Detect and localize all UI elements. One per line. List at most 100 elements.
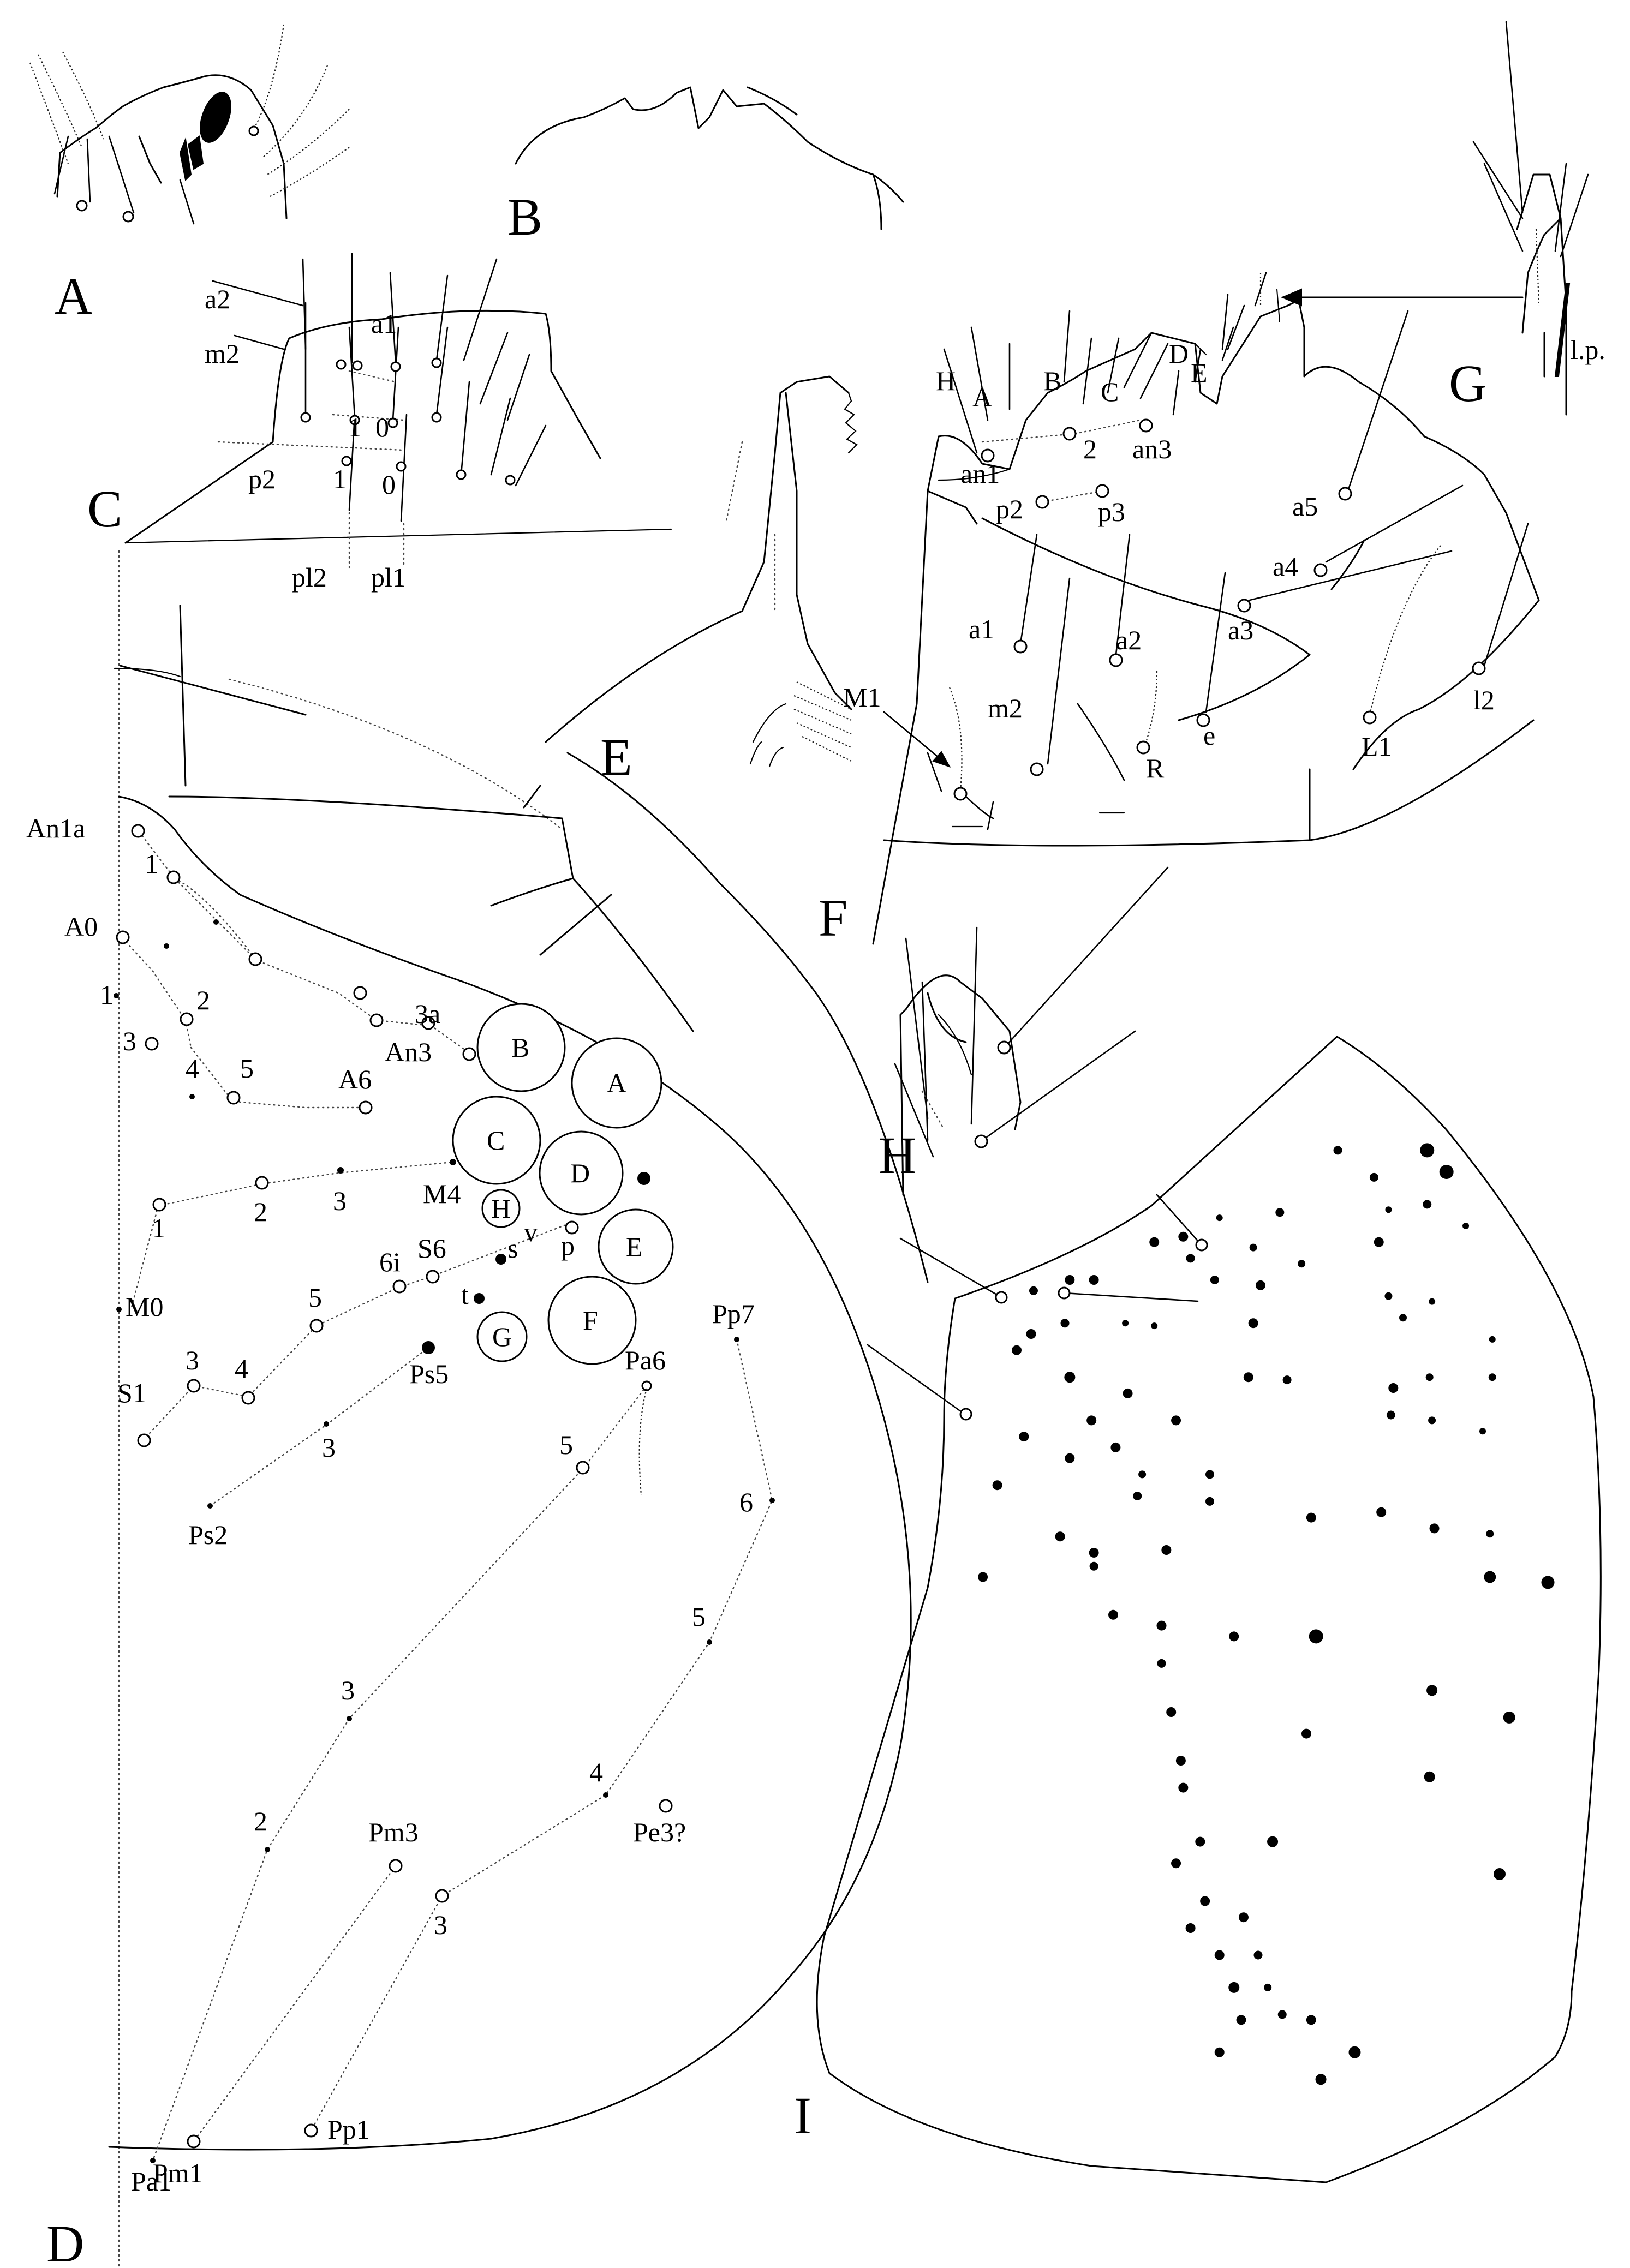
pore-dot [1228,1982,1240,1993]
pore-dot [1065,1453,1075,1463]
organ-label-d: D [570,1158,590,1188]
label-d-3: 3 [123,1026,136,1056]
label-c-pl2: pl2 [292,562,327,593]
label-d-2c: 2 [254,1806,267,1836]
pore-dot [1376,1507,1387,1517]
label-c-a2: a2 [205,284,230,314]
pore-dot [1315,2074,1327,2085]
pore-dot [1399,1314,1407,1322]
pore-dot [1178,1782,1189,1793]
panel-g-drawing [1281,21,1589,416]
pore-dot [1277,2010,1287,2019]
pore-dot [1369,1172,1378,1182]
organ-label-c: C [487,1125,505,1156]
pore-dot [1123,1388,1133,1398]
label-f-m1: M1 [843,682,881,713]
pore-dot [1133,1492,1142,1500]
label-c-1b: 1 [333,464,347,494]
label-d-5d: 5 [692,1601,706,1632]
pore-dot [1264,1983,1272,1991]
pore-dot [1306,1512,1316,1523]
panel-h-drawing [894,866,1169,1196]
pore-dot [1489,1336,1496,1343]
pore-dot [1157,1659,1166,1668]
label-f-h: H [936,366,956,396]
pore-dot [1089,1547,1099,1558]
panel-label-h: H [879,1126,916,1184]
pore-dot [1122,1320,1129,1327]
label-d-pp1: Pp1 [327,2114,370,2145]
pore-dot [1424,1771,1435,1782]
panel-f-drawing [872,272,1540,945]
pore-dot [1064,1372,1076,1383]
pore-dot [1267,1836,1279,1847]
pore-dot [1420,1143,1435,1158]
pore-dot [1171,1858,1181,1869]
label-d-pp7: Pp7 [712,1298,755,1329]
pore-dot [1171,1415,1181,1426]
pore-dot [1439,1165,1454,1179]
label-d-3f: 3 [434,1910,447,1940]
pore-dot [978,1572,988,1582]
pore-dot [1151,1322,1158,1330]
pore-dot [1229,1631,1239,1642]
pore-dot [1423,1200,1432,1209]
pore-dot [992,1480,1002,1491]
pore-dot [1238,1912,1249,1923]
pore-dot [1060,1319,1070,1328]
pore-dot [1301,1728,1311,1739]
organ-label-e: E [626,1231,643,1262]
label-f-an3: an3 [1132,434,1172,464]
label-d-pm3: Pm3 [368,1817,419,1847]
pore-dot [1089,1561,1098,1571]
label-d-pa6: Pa6 [625,1345,666,1375]
label-d-ps2: Ps2 [188,1519,228,1550]
label-d-pe3: Pe3? [633,1817,686,1847]
arrow-head-m1 [932,751,951,768]
pore-dot [1185,1923,1196,1933]
label-d-3d: 3 [322,1432,336,1463]
panel-label-f: F [819,889,847,947]
label-d-3e: 3 [341,1675,355,1706]
panel-i-pore-dots [978,1143,1555,2085]
label-d-a0: A0 [64,911,98,942]
label-d-p: p [561,1230,575,1261]
label-d-2b: 2 [254,1196,267,1227]
pore-dot [1012,1345,1022,1355]
label-d-ps5: Ps5 [409,1359,449,1389]
pore-dot [1065,1275,1075,1285]
pore-dot [1486,1530,1494,1538]
pore-dot [1166,1707,1177,1717]
pore-dot [1243,1372,1253,1383]
organ-label-f: F [583,1305,598,1336]
label-f-a2: a2 [1116,625,1142,655]
label-d-s6: S6 [417,1233,446,1264]
pore-dot [1374,1237,1384,1247]
pore-dot [1484,1571,1496,1583]
pore-dot [1216,1214,1223,1222]
label-d-1c: 1 [152,1213,165,1243]
label-d-m4: M4 [423,1178,461,1209]
pore-dot [1161,1545,1172,1555]
pore-dot [1425,1373,1434,1381]
label-d-a6: A6 [338,1064,372,1094]
label-d-s: s [507,1233,518,1264]
label-d-m0: M0 [126,1291,163,1322]
pore-dot [1385,1206,1392,1213]
pore-dot [1019,1432,1029,1442]
pore-dot [1426,1685,1438,1696]
pore-dot [1205,1470,1214,1479]
label-d-5c: 5 [559,1429,573,1460]
label-f-e: E [1191,357,1208,388]
pore-dot [1429,1523,1440,1534]
label-c-a1: a1 [371,308,397,339]
label-d-6: 6 [739,1487,753,1517]
pore-dot [1386,1410,1395,1420]
pore-dot [1236,2015,1246,2025]
pore-dot [1541,1576,1555,1589]
label-f-l1: L1 [1362,731,1392,762]
pore-dot [1275,1208,1285,1217]
label-d-4: 4 [186,1053,199,1084]
panel-label-e: E [600,728,632,786]
pore-dot [1186,1254,1195,1263]
